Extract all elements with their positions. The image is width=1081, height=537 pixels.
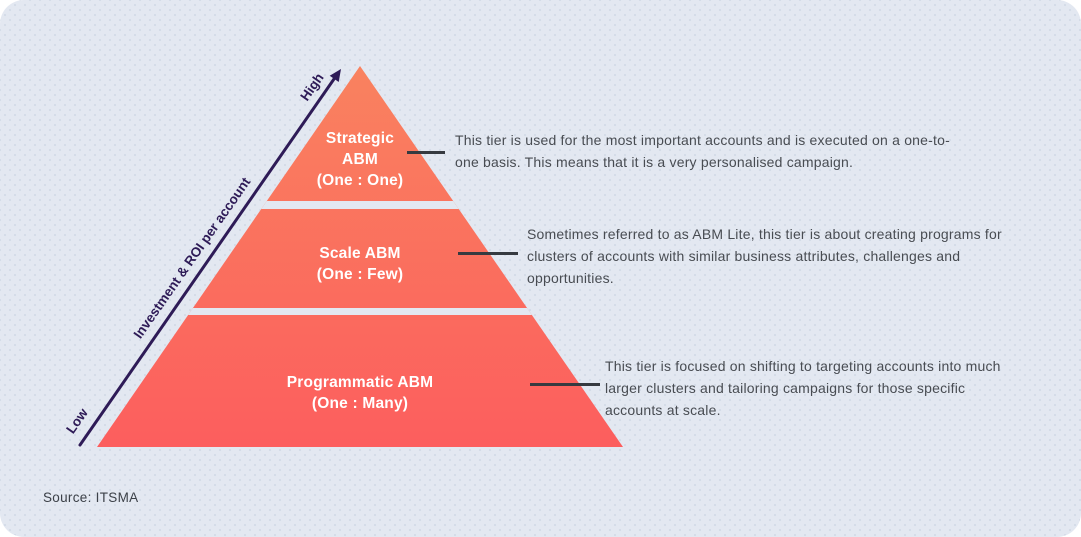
tier-description-scale: Sometimes referred to as ABM Lite, this … [527, 226, 1002, 286]
connector-line-strategic [407, 151, 445, 154]
tier-ratio: (One : Few) [316, 266, 404, 283]
tier-label-strategic-abm: Strategic ABM (One : One) [97, 128, 623, 191]
tier-description-programmatic: This tier is focused on shifting to targ… [605, 358, 1001, 418]
tier-name: Strategic ABM [325, 130, 395, 168]
tier-label-programmatic-abm: Programmatic ABM (One : Many) [97, 372, 623, 414]
axis-arrowhead-icon [329, 69, 341, 82]
connector-line-programmatic [530, 383, 600, 386]
tier-name: Scale ABM [319, 245, 401, 262]
tier-description-strategic: This tier is used for the most important… [455, 132, 950, 170]
tier-name: Programmatic ABM [286, 374, 434, 391]
tier-ratio: (One : Many) [311, 395, 409, 412]
connector-line-scale [458, 252, 518, 255]
tier-divider-bottom [97, 308, 623, 315]
axis-line [78, 77, 336, 447]
tier-label-scale-abm: Scale ABM (One : Few) [97, 243, 623, 285]
tier-divider-top [97, 201, 623, 209]
source-note: Source: ITSMA [43, 490, 139, 505]
tier-ratio: (One : One) [316, 172, 404, 189]
